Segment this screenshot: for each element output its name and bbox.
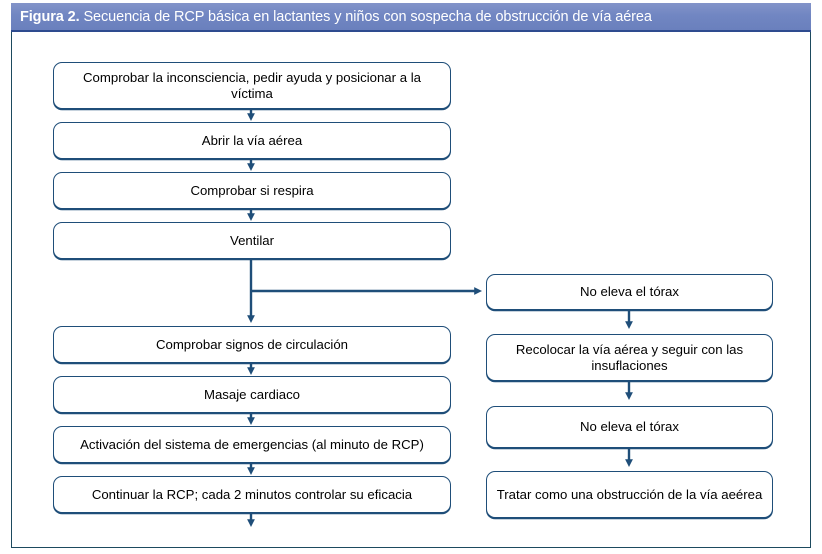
- node-label: Comprobar signos de circulación: [155, 336, 349, 352]
- node-label: Continuar la RCP; cada 2 minutos control…: [91, 486, 413, 502]
- node-label: Tratar como una obstrucción de la vía ae…: [496, 486, 763, 502]
- node-ventilate[interactable]: Ventilar: [53, 222, 451, 259]
- node-reposition-airway[interactable]: Recolocar la vía aérea y seguir con las …: [486, 334, 773, 381]
- figure-caption: Figura 2. Secuencia de RCP básica en lac…: [20, 9, 652, 25]
- node-treat-obstruction[interactable]: Tratar como una obstrucción de la vía ae…: [486, 471, 773, 518]
- node-label: Comprobar la inconsciencia, pedir ayuda …: [83, 69, 421, 101]
- node-label: No eleva el tórax: [580, 419, 679, 435]
- node-open-airway[interactable]: Abrir la vía aérea: [53, 122, 451, 159]
- node-activate-emergency[interactable]: Activación del sistema de emergencias (a…: [53, 426, 451, 463]
- node-check-breathing[interactable]: Comprobar si respira: [53, 172, 451, 209]
- node-chest-not-rising-1[interactable]: No eleva el tórax: [486, 274, 773, 310]
- node-cardiac-massage[interactable]: Masaje cardiaco: [53, 376, 451, 413]
- node-continue-cpr[interactable]: Continuar la RCP; cada 2 minutos control…: [53, 476, 451, 513]
- node-label: Abrir la vía aérea: [201, 132, 303, 148]
- node-check-consciousness[interactable]: Comprobar la inconsciencia, pedir ayuda …: [53, 62, 451, 109]
- node-label: Comprobar si respira: [190, 182, 314, 198]
- node-label: Masaje cardiaco: [203, 386, 301, 402]
- node-label: Ventilar: [230, 232, 274, 248]
- node-label: No eleva el tórax: [580, 284, 679, 300]
- figure-header: Figura 2. Secuencia de RCP básica en lac…: [11, 3, 811, 32]
- node-label: Activación del sistema de emergencias (a…: [80, 436, 424, 452]
- node-label: Recolocar la vía aérea y seguir con las …: [515, 341, 744, 373]
- node-check-circulation[interactable]: Comprobar signos de circulación: [53, 326, 451, 363]
- figure-caption-rest: Secuencia de RCP básica en lactantes y n…: [79, 8, 652, 25]
- figure-caption-lead: Figura 2.: [20, 8, 80, 25]
- node-chest-not-rising-2[interactable]: No eleva el tórax: [486, 406, 773, 448]
